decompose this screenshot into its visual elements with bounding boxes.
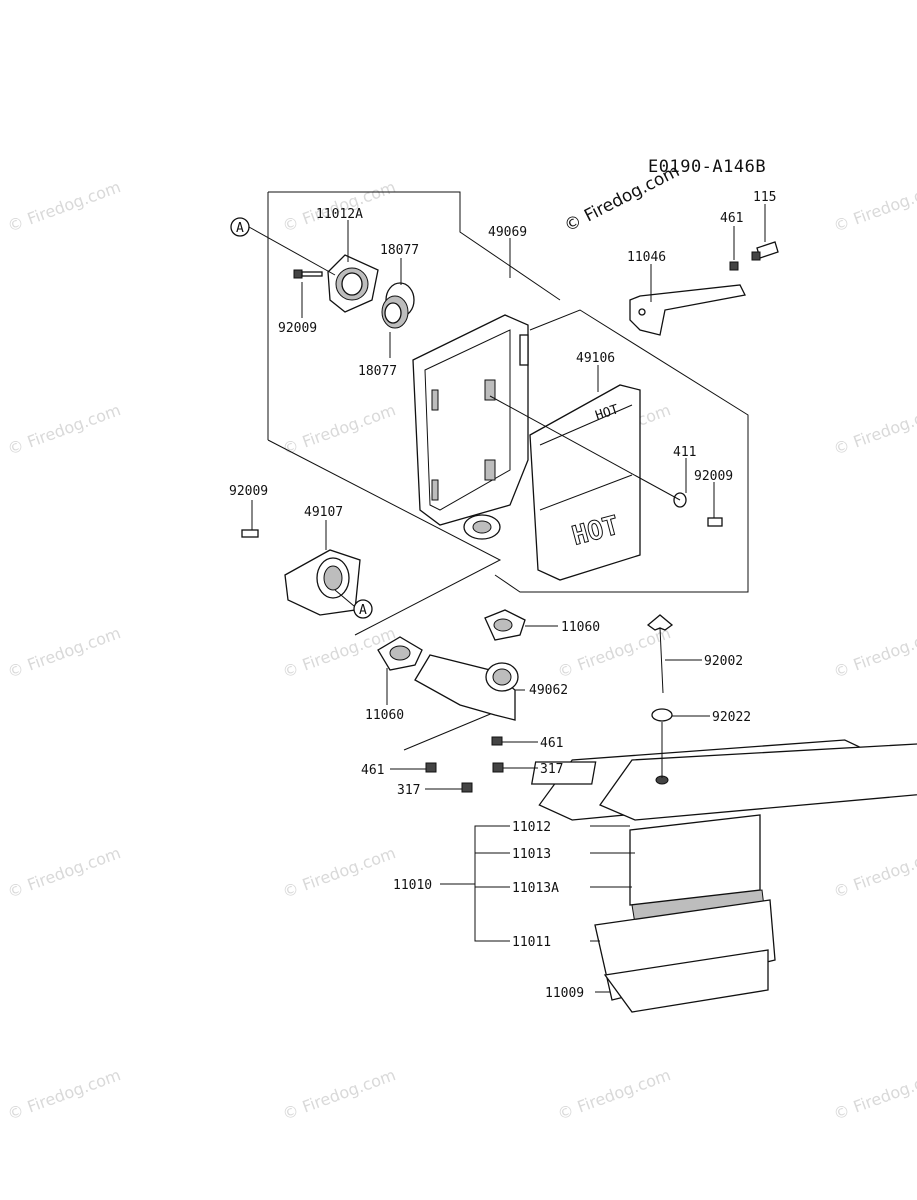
label-49107: 49107 bbox=[304, 505, 343, 520]
watermark: © Firedog.com bbox=[5, 177, 123, 236]
watermark: © Firedog.com bbox=[5, 400, 123, 459]
label-92009-top: 92009 bbox=[278, 321, 317, 336]
heat-shield: HOT HOT bbox=[529, 384, 641, 581]
label-461-mid: 461 bbox=[540, 736, 563, 751]
label-11060-left: 11060 bbox=[365, 708, 404, 723]
watermark: © Firedog.com bbox=[555, 1065, 673, 1124]
label-11011: 11011 bbox=[512, 935, 551, 950]
air-cleaner-cover bbox=[530, 739, 917, 821]
label-11010: 11010 bbox=[393, 878, 432, 893]
label-11046: 11046 bbox=[627, 250, 666, 265]
label-92022: 92022 bbox=[712, 710, 751, 725]
watermark: © Firedog.com bbox=[5, 1065, 123, 1124]
label-49106: 49106 bbox=[576, 351, 615, 366]
bolt-92009-top bbox=[293, 269, 323, 279]
muffler-flange-top bbox=[327, 254, 379, 313]
wing-bolt bbox=[646, 614, 674, 694]
label-92009-right: 92009 bbox=[694, 469, 733, 484]
label-11013A: 11013A bbox=[512, 881, 559, 896]
label-92009-left: 92009 bbox=[229, 484, 268, 499]
gasket-rings bbox=[381, 282, 415, 329]
diagram-code: E0190-A146B bbox=[648, 157, 766, 177]
label-411: 411 bbox=[673, 445, 696, 460]
washer-92022 bbox=[651, 708, 673, 722]
callout-a-bottom: A bbox=[334, 589, 373, 619]
firedog-watermark: © Firedog.com bbox=[561, 161, 683, 236]
bolt-92009-left bbox=[241, 529, 259, 538]
label-18077-bottom: 18077 bbox=[358, 364, 397, 379]
watermark: © Firedog.com bbox=[831, 623, 917, 682]
svg-text:A: A bbox=[359, 603, 367, 618]
label-49069: 49069 bbox=[488, 225, 527, 240]
watermark: © Firedog.com bbox=[280, 1065, 398, 1124]
leader-lines bbox=[251, 204, 766, 993]
watermark: © Firedog.com bbox=[831, 177, 917, 236]
nuts-middle bbox=[425, 736, 504, 793]
label-18077-top: 18077 bbox=[380, 243, 419, 258]
air-cleaner-base bbox=[594, 899, 776, 1013]
label-317-right: 317 bbox=[540, 762, 563, 777]
watermark: © Firedog.com bbox=[280, 400, 398, 459]
label-461-top: 461 bbox=[720, 211, 743, 226]
watermark: © Firedog.com bbox=[5, 843, 123, 902]
fasteners-top-right bbox=[729, 241, 779, 271]
label-11012A: 11012A bbox=[316, 207, 363, 222]
watermark: © Firedog.com bbox=[831, 400, 917, 459]
label-461-left: 461 bbox=[361, 763, 384, 778]
svg-text:A: A bbox=[236, 221, 244, 236]
label-92002: 92002 bbox=[704, 654, 743, 669]
watermark: © Firedog.com bbox=[280, 843, 398, 902]
watermark: © Firedog.com bbox=[831, 843, 917, 902]
bracket-11046 bbox=[629, 284, 746, 336]
label-317-left: 317 bbox=[397, 783, 420, 798]
label-49062: 49062 bbox=[529, 683, 568, 698]
label-115: 115 bbox=[753, 190, 776, 205]
muffler-body bbox=[412, 314, 529, 540]
part-labels: 11012A 18077 18077 92009 49069 11046 461… bbox=[229, 190, 776, 1001]
exhaust-outlet bbox=[284, 549, 361, 616]
label-11013: 11013 bbox=[512, 847, 551, 862]
elbow-pipe bbox=[414, 654, 519, 721]
bolt-92009-right bbox=[707, 517, 723, 527]
label-11060-right: 11060 bbox=[561, 620, 600, 635]
label-11012: 11012 bbox=[512, 820, 551, 835]
gasket-11060-right bbox=[484, 609, 526, 641]
hot-label-small: HOT bbox=[594, 402, 621, 424]
gasket-11060-left bbox=[377, 636, 423, 671]
label-11009: 11009 bbox=[545, 986, 584, 1001]
watermark-layer: © Firedog.com © Firedog.com © Firedog.co… bbox=[5, 177, 917, 1124]
callout-a-top: A bbox=[230, 217, 336, 276]
watermark: © Firedog.com bbox=[5, 623, 123, 682]
watermark: © Firedog.com bbox=[831, 1065, 917, 1124]
